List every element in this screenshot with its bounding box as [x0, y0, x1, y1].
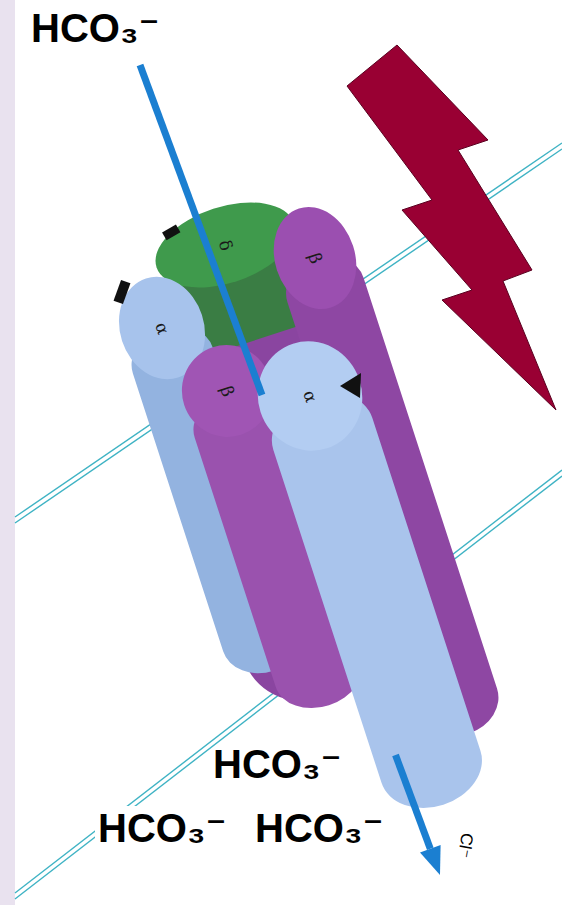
ion-label: HCO₃⁻	[213, 742, 342, 786]
flow-arrow	[396, 755, 431, 849]
cap-ellipse	[244, 327, 377, 464]
ion-label: HCO₃⁻	[28, 6, 163, 50]
cap-ellipse	[261, 196, 369, 320]
ion-label: HCO₃⁻	[95, 806, 230, 850]
ion-label: HCO₃⁻	[255, 806, 384, 850]
arrow-head	[420, 845, 441, 875]
ion-label: Cl⁻	[453, 831, 476, 859]
side-strip	[0, 0, 15, 905]
